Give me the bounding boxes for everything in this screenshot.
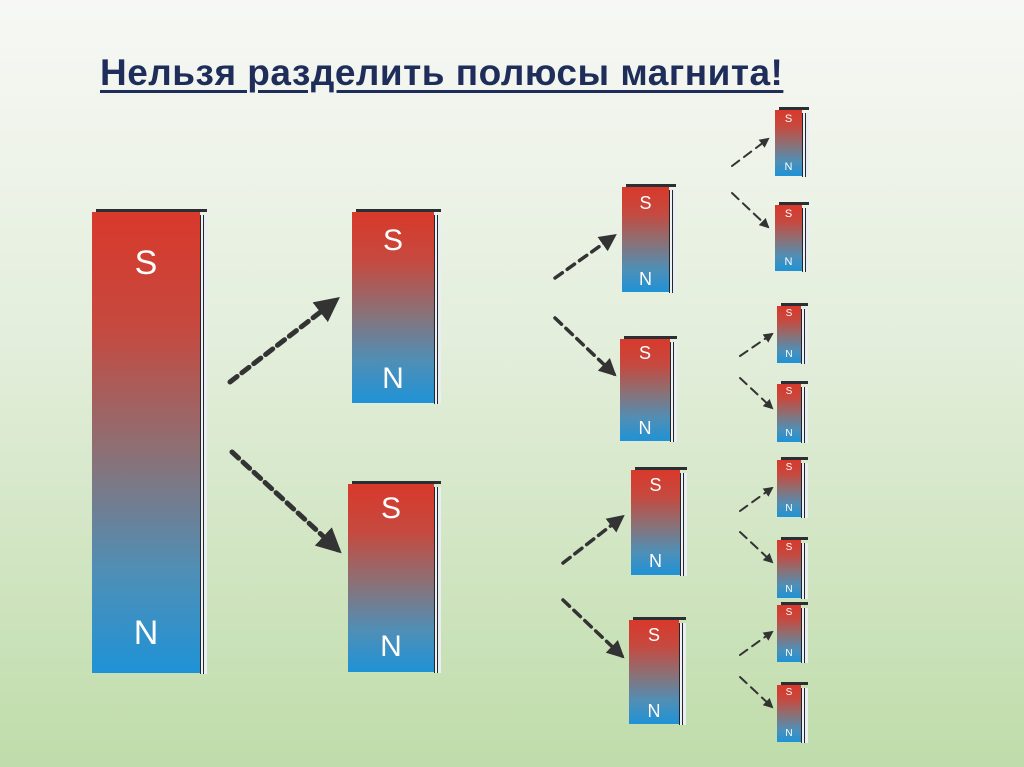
north-pole-label: N — [382, 362, 404, 395]
split-arrow — [739, 377, 774, 410]
split-arrow — [561, 514, 625, 565]
south-pole-label: S — [639, 193, 652, 213]
north-pole-label: N — [380, 630, 402, 663]
south-pole-label: S — [785, 542, 793, 553]
north-pole-label: N — [785, 349, 793, 360]
magnet-level-4: S N — [777, 602, 808, 663]
magnet-level-3: S N — [629, 617, 686, 725]
south-pole-label: S — [638, 343, 651, 363]
magnet-level-4: S N — [777, 457, 808, 518]
magnet-level-4: S N — [777, 537, 808, 599]
magnet-level-2: S N — [348, 481, 441, 673]
split-arrow — [561, 598, 625, 659]
north-pole-label: N — [785, 503, 793, 514]
north-pole-label: N — [784, 256, 793, 268]
magnet-level-4: S N — [777, 381, 808, 443]
north-pole-label: N — [785, 648, 793, 659]
north-pole-label: N — [647, 701, 661, 721]
south-pole-label: S — [380, 492, 401, 525]
magnet-level-1: S N — [92, 209, 207, 674]
magnet-level-3: S N — [631, 467, 687, 576]
split-arrow — [739, 630, 774, 656]
south-pole-label: S — [785, 386, 793, 397]
south-pole-label: S — [784, 113, 793, 125]
split-arrow — [553, 316, 617, 377]
split-arrow — [739, 676, 774, 709]
magnet-level-4: S N — [777, 682, 808, 743]
south-pole-label: S — [785, 687, 793, 698]
split-arrow — [731, 192, 770, 229]
magnet-level-4: S N — [775, 107, 809, 177]
slide-title: Нельзя разделить полюсы магнита! — [100, 52, 784, 93]
north-pole-label: N — [639, 269, 652, 289]
north-pole-label: N — [784, 161, 793, 173]
magnet-level-4: S N — [775, 202, 809, 272]
magnet-level-2: S N — [352, 209, 441, 404]
south-pole-label: S — [382, 224, 403, 257]
south-pole-label: S — [785, 607, 793, 618]
north-pole-label: N — [638, 418, 652, 438]
north-pole-label: N — [785, 584, 793, 595]
magnet-level-3: S N — [620, 336, 677, 442]
magnet-level-3: S N — [622, 184, 676, 293]
south-pole-label: S — [134, 244, 158, 282]
south-pole-label: S — [649, 475, 662, 495]
south-pole-label: S — [647, 625, 660, 645]
split-arrow — [553, 233, 617, 280]
north-pole-label: N — [785, 428, 793, 439]
split-arrow — [227, 296, 340, 385]
split-arrow — [731, 137, 770, 167]
south-pole-label: S — [785, 462, 793, 473]
south-pole-label: S — [784, 208, 793, 220]
north-pole-label: N — [649, 551, 662, 571]
split-arrow — [739, 486, 774, 512]
north-pole-label: N — [133, 614, 159, 652]
split-arrow — [229, 449, 342, 554]
south-pole-label: S — [785, 308, 793, 319]
magnet-level-4: S N — [777, 303, 808, 364]
split-arrow — [739, 531, 774, 564]
split-arrow — [739, 332, 774, 357]
north-pole-label: N — [785, 728, 793, 739]
